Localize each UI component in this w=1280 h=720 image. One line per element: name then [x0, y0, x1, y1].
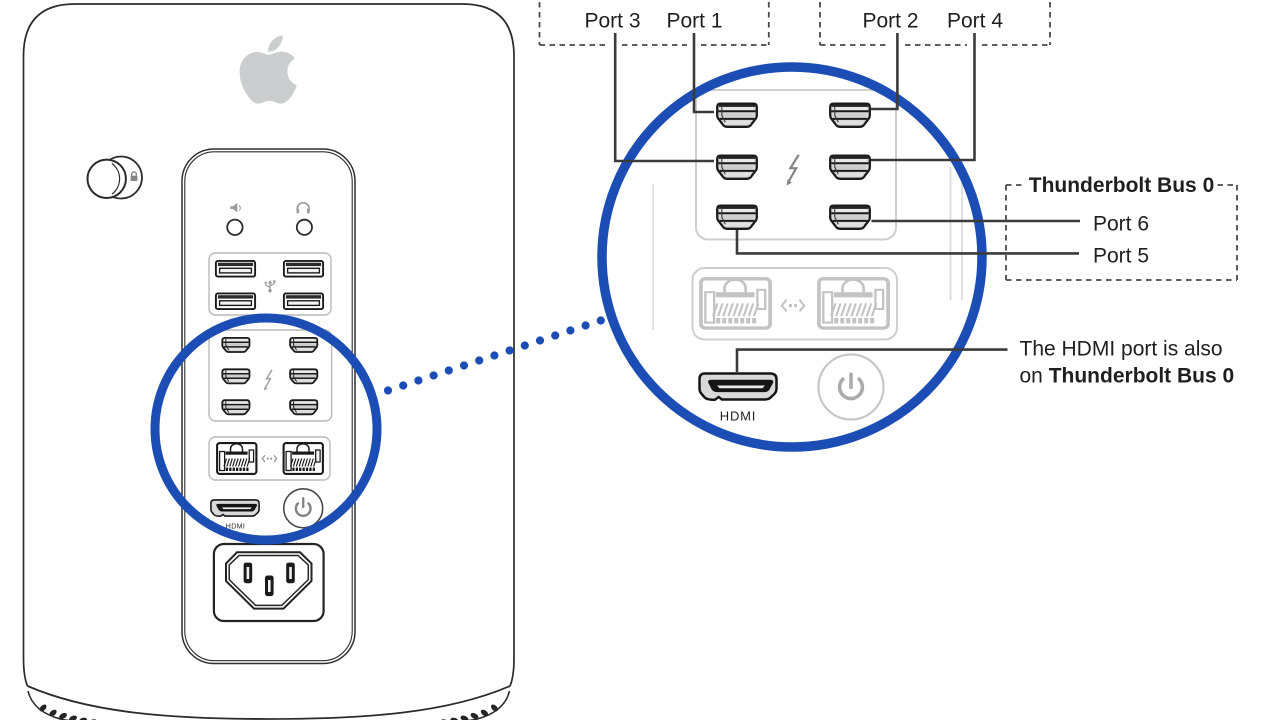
- svg-text:The HDMI port is also: The HDMI port is also: [1020, 338, 1223, 361]
- svg-text:Port 1: Port 1: [666, 10, 722, 33]
- svg-text:on Thunderbolt Bus 0: on Thunderbolt Bus 0: [1020, 365, 1235, 388]
- svg-text:Port 5: Port 5: [1093, 245, 1149, 268]
- svg-text:Port 4: Port 4: [947, 10, 1003, 33]
- svg-text:Port 3: Port 3: [584, 10, 640, 33]
- svg-text:HDMI: HDMI: [226, 524, 246, 531]
- svg-text:Port 6: Port 6: [1093, 213, 1149, 236]
- svg-text:HDMI: HDMI: [720, 409, 756, 424]
- svg-text:Thunderbolt Bus 0: Thunderbolt Bus 0: [1029, 174, 1215, 197]
- svg-text:Port 2: Port 2: [862, 10, 918, 33]
